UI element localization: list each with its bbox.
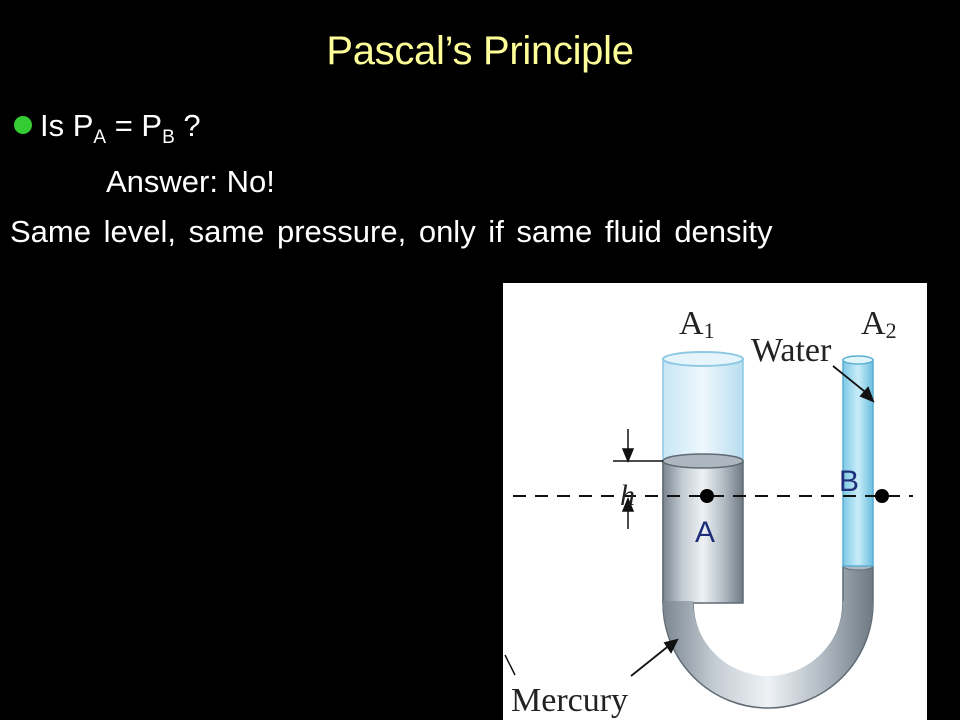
- label-point-a: A: [695, 516, 715, 549]
- statement-text: Same level, same pressure, only if same …: [10, 214, 773, 249]
- point-a-dot: [700, 489, 714, 503]
- label-water: Water: [751, 332, 832, 369]
- u-tube-diagram: A1 A2 Water h Mercury A B: [504, 305, 913, 719]
- question-subscript-a: A: [93, 127, 107, 148]
- bullet-dot-icon: [14, 115, 32, 134]
- label-point-b: B: [839, 465, 859, 498]
- water-arrow-icon: [832, 365, 875, 403]
- mercury-column: [662, 453, 874, 709]
- mercury-arrow-icon: [630, 638, 679, 677]
- question-prefix: Is P: [40, 108, 94, 143]
- answer-text: Answer: No!: [106, 164, 275, 199]
- height-marker: [613, 429, 663, 529]
- label-a2: A2: [861, 305, 897, 343]
- left-edge-mark: [504, 654, 516, 676]
- label-h: h: [620, 479, 635, 512]
- question-middle: = P: [106, 108, 163, 143]
- question-subscript-b: B: [162, 127, 175, 148]
- u-tube-figure: A1 A2 Water h Mercury A B: [503, 283, 927, 720]
- label-a1: A1: [679, 305, 715, 343]
- left-tube-glass: [662, 351, 744, 464]
- slide-title: Pascal’s Principle: [326, 29, 634, 73]
- point-b-dot: [875, 489, 889, 503]
- label-mercury: Mercury: [511, 682, 628, 719]
- question-suffix: ?: [174, 108, 201, 143]
- bullet-question: Is PA = PB ?: [14, 106, 201, 148]
